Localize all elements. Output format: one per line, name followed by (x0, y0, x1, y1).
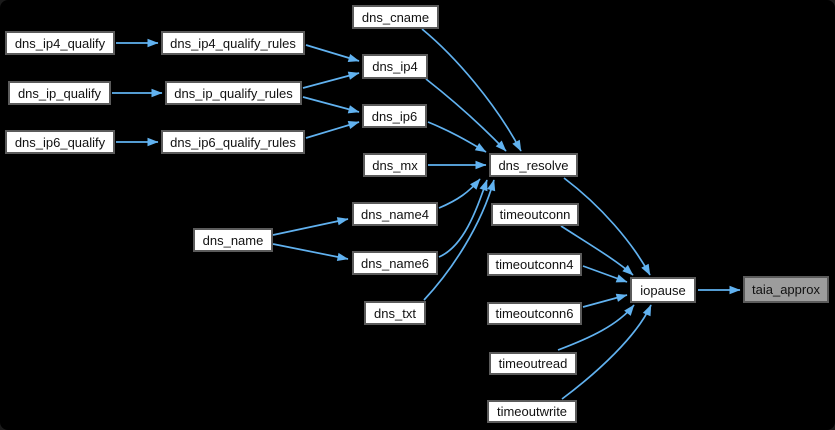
node-dns_ip6_qualify_rules[interactable]: dns_ip6_qualify_rules (161, 130, 305, 154)
edge-dns_ip6-to-dns_resolve (427, 121, 487, 153)
node-dns_name[interactable]: dns_name (193, 228, 273, 252)
node-dns_name6[interactable]: dns_name6 (352, 251, 438, 275)
edge-timeoutconn6-to-iopause (582, 293, 628, 308)
edge-dns_ip_qualify_rules-to-dns_ip6 (302, 96, 360, 114)
node-dns_ip6_qualify[interactable]: dns_ip6_qualify (5, 130, 115, 154)
node-dns_resolve[interactable]: dns_resolve (489, 153, 578, 177)
edge-dns_txt-to-dns_resolve (423, 179, 496, 301)
edge-dns_cname-to-dns_resolve (421, 28, 522, 152)
node-timeoutconn4[interactable]: timeoutconn4 (487, 253, 582, 276)
node-dns_ip4_qualify_rules[interactable]: dns_ip4_qualify_rules (161, 31, 305, 55)
node-timeoutwrite[interactable]: timeoutwrite (487, 400, 577, 423)
node-dns_mx[interactable]: dns_mx (363, 153, 427, 177)
edge-dns_resolve-to-iopause (563, 177, 651, 276)
node-dns_ip_qualify[interactable]: dns_ip_qualify (8, 81, 111, 105)
edge-timeoutconn4-to-iopause (582, 265, 628, 283)
node-dns_ip_qualify_rules[interactable]: dns_ip_qualify_rules (165, 81, 302, 105)
edge-dns_ip6_qualify_rules-to-dns_ip6 (305, 121, 360, 139)
node-dns_ip4[interactable]: dns_ip4 (362, 54, 428, 79)
node-dns_name4[interactable]: dns_name4 (352, 202, 438, 226)
edge-dns_name6-to-dns_resolve (438, 179, 488, 258)
edge-dns_ip_qualify_rules-to-dns_ip4 (302, 71, 360, 89)
edge-timeoutread-to-iopause (557, 304, 635, 351)
node-taia_approx[interactable]: taia_approx (743, 276, 829, 303)
edge-dns_ip4-to-dns_resolve (425, 78, 507, 152)
edge-timeoutconn-to-iopause (560, 225, 634, 276)
edge-dns_name4-to-dns_resolve (438, 178, 481, 209)
node-dns_ip4_qualify[interactable]: dns_ip4_qualify (5, 31, 115, 55)
node-dns_ip6[interactable]: dns_ip6 (362, 104, 427, 128)
node-timeoutread[interactable]: timeoutread (489, 352, 577, 375)
edge-dns_ip4_qualify_rules-to-dns_ip4 (305, 44, 360, 62)
node-dns_cname[interactable]: dns_cname (352, 5, 439, 29)
node-timeoutconn6[interactable]: timeoutconn6 (487, 302, 582, 325)
edge-timeoutwrite-to-iopause (561, 304, 652, 400)
node-dns_txt[interactable]: dns_txt (364, 301, 426, 325)
edge-dns_name-to-dns_name6 (272, 243, 349, 262)
node-timeoutconn[interactable]: timeoutconn (491, 203, 579, 226)
node-iopause[interactable]: iopause (630, 277, 696, 303)
edge-dns_name-to-dns_name4 (272, 217, 349, 236)
